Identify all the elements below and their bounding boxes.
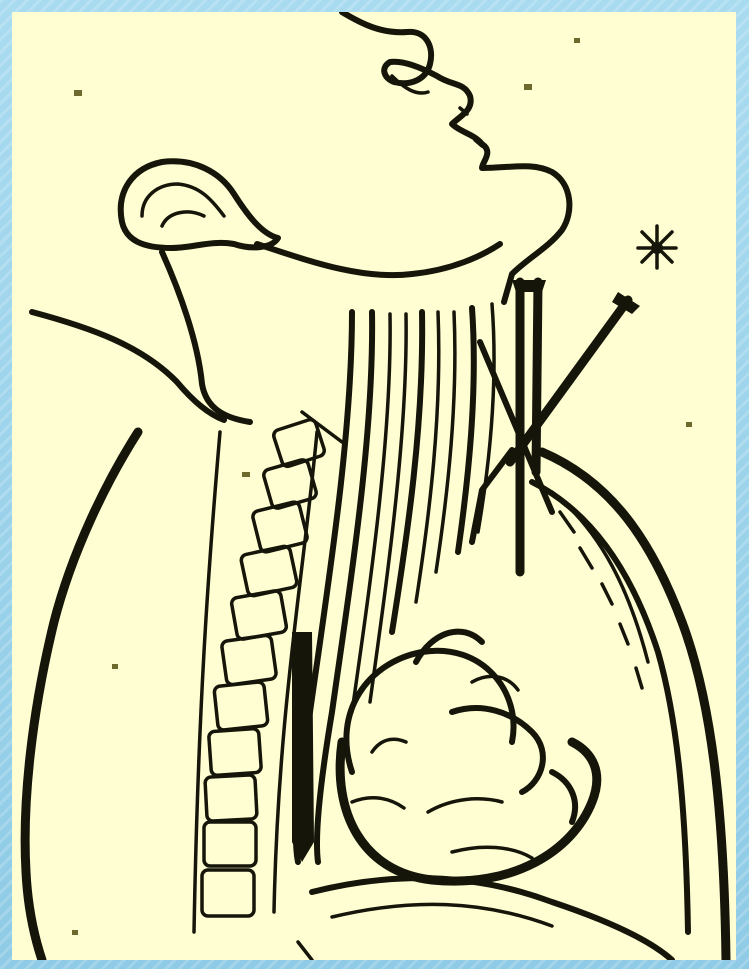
diaphragm <box>298 878 672 960</box>
jaw-line <box>257 244 500 275</box>
back-contour <box>25 432 138 960</box>
instruments <box>472 280 640 572</box>
heart <box>340 632 597 882</box>
shoulder-line <box>32 312 224 420</box>
asterisk-mark <box>638 226 676 268</box>
airway-bundle <box>292 304 494 862</box>
face-profile <box>342 12 569 302</box>
ear <box>121 161 278 248</box>
chest-front-contour <box>532 452 726 960</box>
illustration-panel <box>12 12 736 960</box>
sagittal-neck-thorax-illustration <box>12 12 736 960</box>
neck-back-contour <box>162 252 250 422</box>
